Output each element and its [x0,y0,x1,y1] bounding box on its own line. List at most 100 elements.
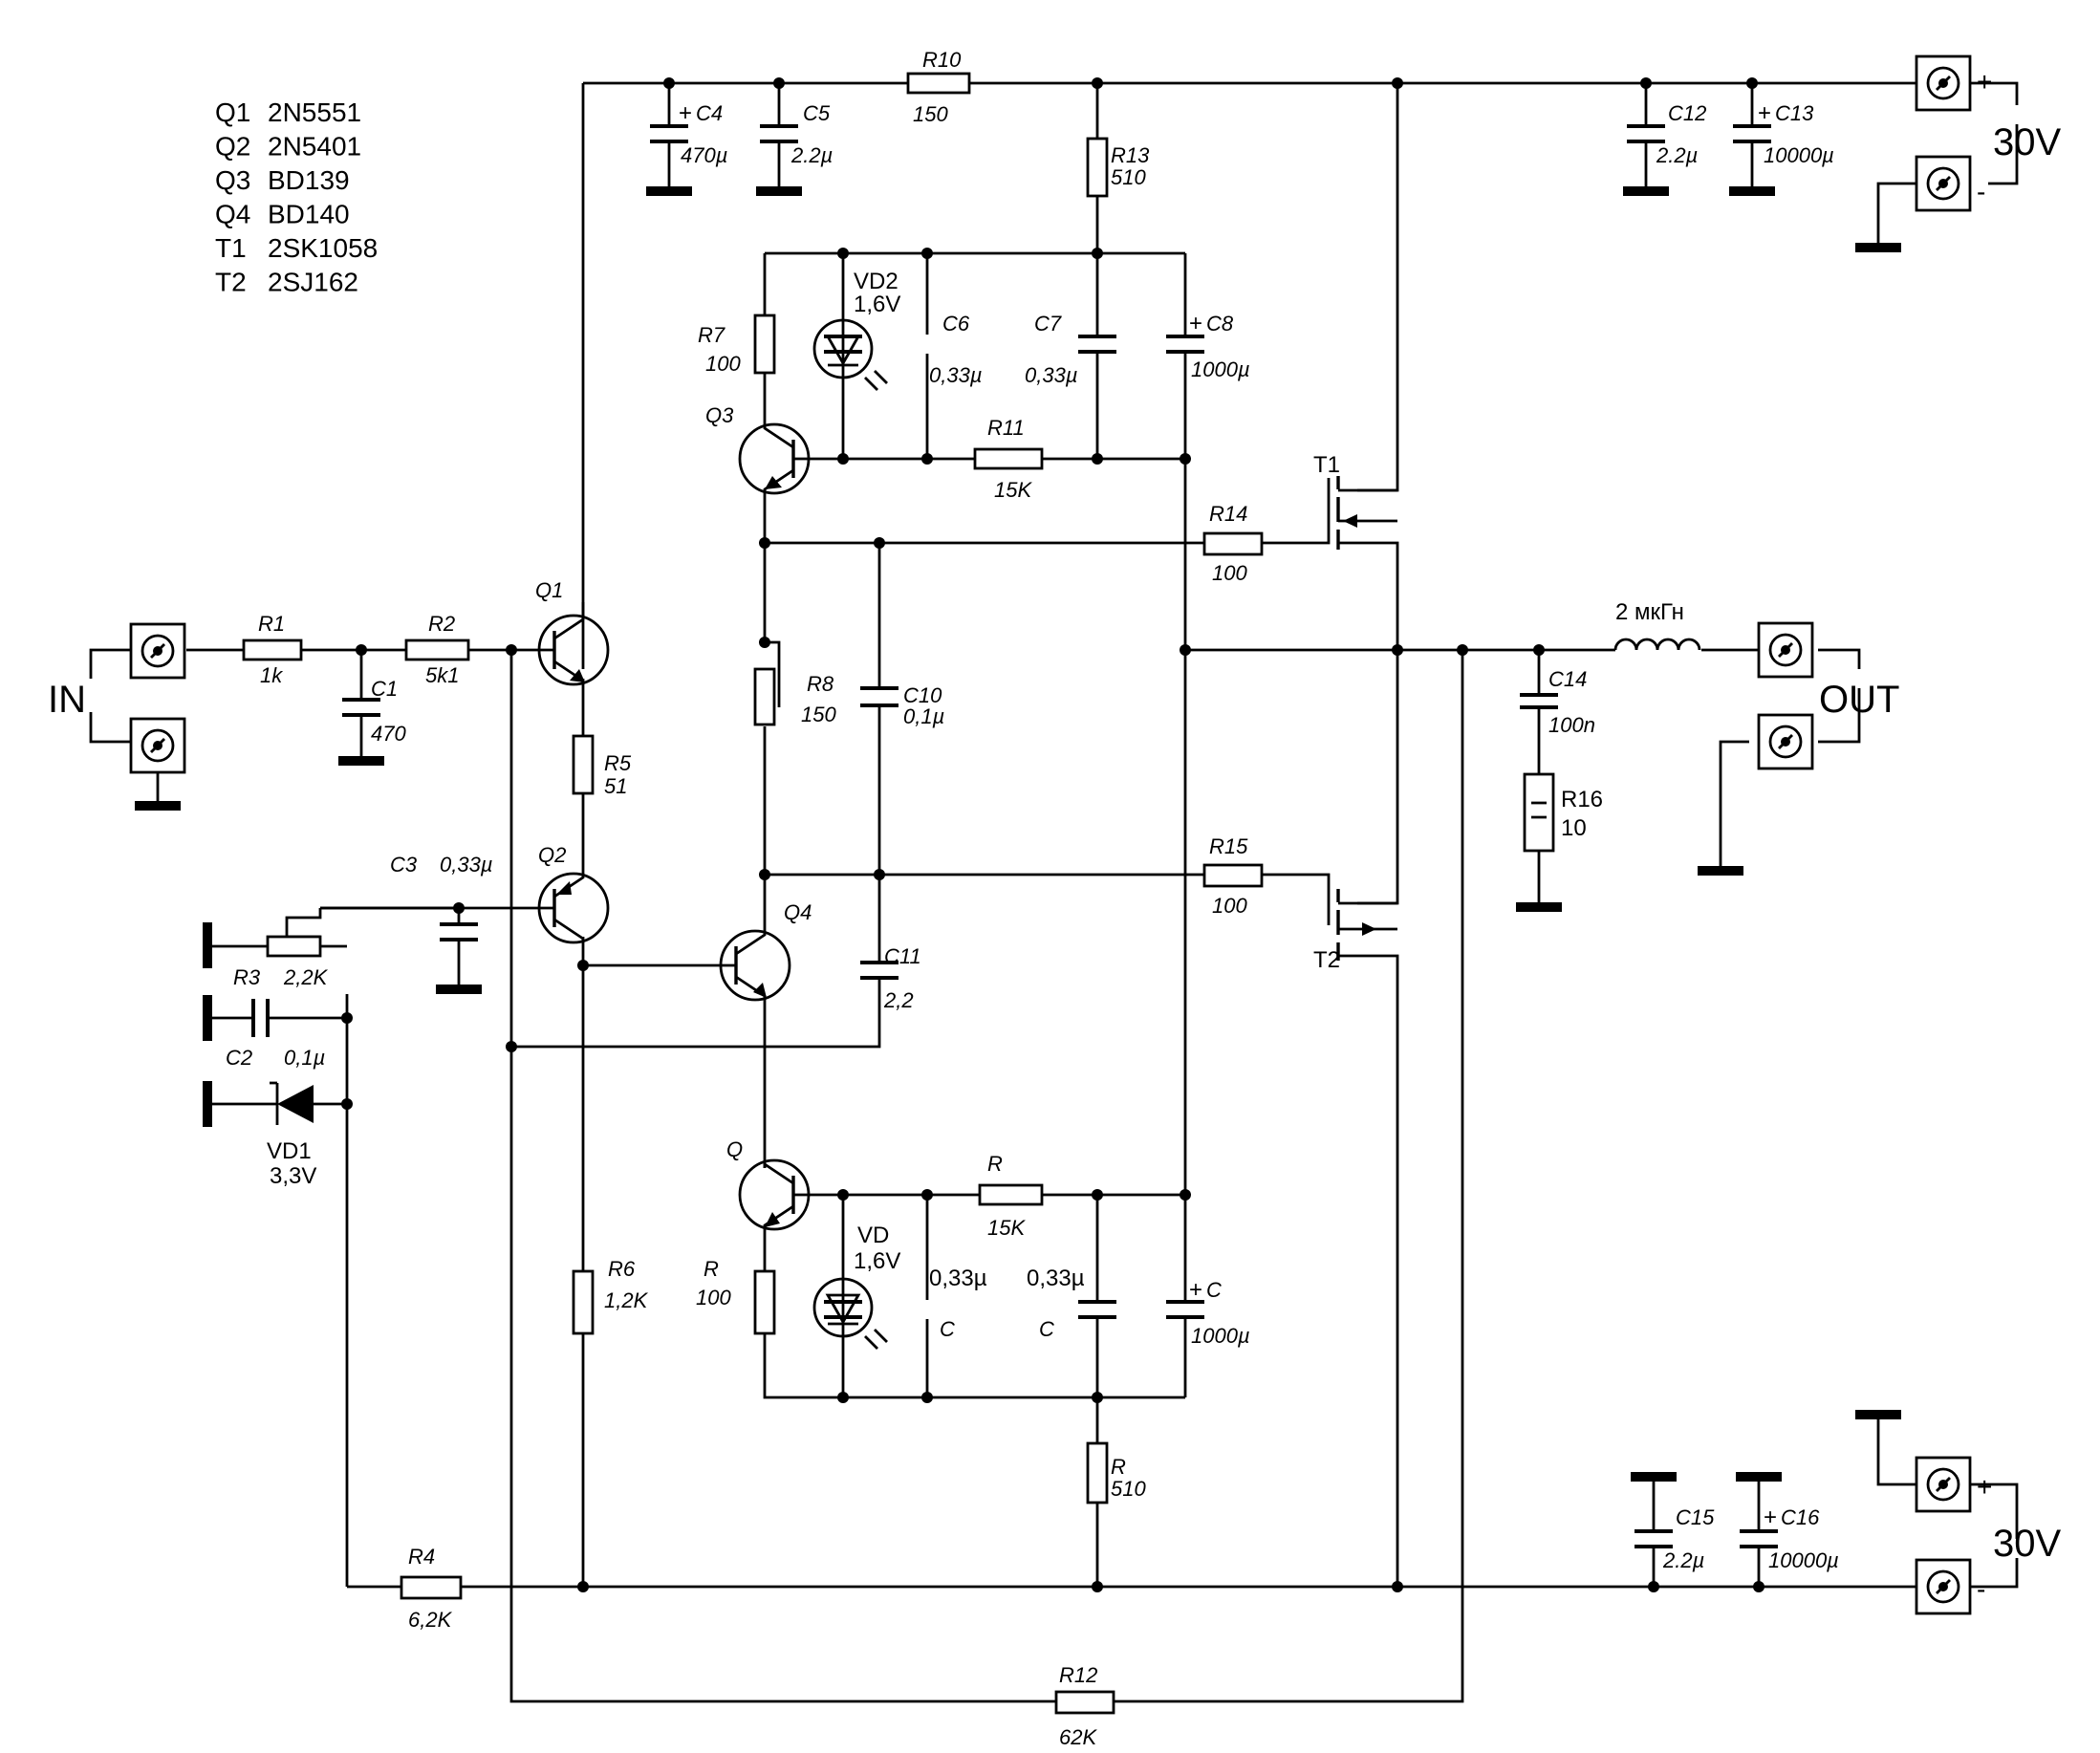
led-vd2 [812,306,888,392]
resistor-r11 [973,447,1044,470]
supply-bottom-label: 30V [1993,1523,2061,1565]
mosfet-t2 [1319,873,1397,961]
transistor-q2 [537,865,610,944]
capacitor-c-f [1166,1300,1204,1319]
label-vd3-value: 1,6V [854,1248,900,1274]
resistor-r12 [1054,1690,1115,1715]
label-c10-value: 0,1µ [903,704,944,728]
label-c3-name: C3 [390,853,418,876]
part-type: BD139 [268,165,350,195]
resistor-r4 [400,1575,463,1600]
label-q4-name: Q4 [784,900,812,924]
label-c8-polarity: + [1189,311,1202,336]
resistor-r5 [572,734,595,795]
transistor-q3 [738,411,812,502]
transistor-q4 [719,903,791,1004]
part-ref: T1 [215,233,247,263]
part-ref: Q2 [215,132,250,162]
label-c_d-value: C [940,1317,955,1341]
ground-icon [1623,186,1669,196]
part-type: BD140 [268,200,350,229]
terminal-top-minus [1915,155,1972,212]
label-r3-name: R3 [233,965,261,989]
label-c11-name: C11 [884,944,921,968]
label-c4-value: 470µ [681,143,727,167]
ground-icon [756,186,802,196]
ground-icon [203,995,212,1041]
label-q2-name: Q2 [538,843,566,867]
label-c13-value: 10000µ [1764,143,1834,167]
capacitor-c13 [1733,124,1771,143]
label-c15-value: 2.2µ [1662,1548,1704,1572]
supply-top-minus: - [1977,177,1985,206]
resistor-r14 [1202,531,1264,556]
label-r_g-name: R [1111,1455,1126,1479]
ground-icon [646,186,692,196]
label-r2-name: R2 [428,612,455,636]
connector-in-label: IN [48,679,86,721]
label-c8-name: C8 [1206,312,1234,335]
resistor-r1 [242,638,303,661]
label-r13-name: R13 [1111,143,1150,167]
label-c10-name: C10 [903,683,942,707]
capacitors [251,124,1778,1548]
capacitor-c15 [1635,1529,1673,1548]
label-r7-name: R7 [698,323,725,347]
label-c6-value: 0,33µ [929,363,983,387]
label-c15-name: C15 [1676,1505,1715,1529]
label-r_c-name: R [704,1257,719,1281]
label-c_f-polarity: + [1189,1277,1202,1303]
label-r7-value: 100 [705,352,741,376]
label-r_b-value: 15K [987,1216,1026,1240]
label-vd1-value: 3,3V [270,1163,316,1189]
label-r15-name: R15 [1209,834,1248,858]
label-c16-name: C16 [1781,1505,1820,1529]
part-type: 2N5551 [268,97,361,127]
label-r6-value: 1,2K [604,1288,649,1312]
label-c13-name: C13 [1775,101,1814,125]
capacitor-c11 [860,961,898,980]
label-q5-name: Q [726,1137,743,1161]
ground-icon [1631,1472,1677,1482]
capacitor-c7 [1078,335,1116,354]
capacitor-c16 [1740,1529,1778,1548]
label-c16-polarity: + [1764,1504,1777,1530]
label-r8-value: 150 [801,703,836,726]
label-c12-value: 2.2µ [1656,143,1698,167]
label-q3-name: Q3 [705,403,734,427]
label-r10-value: 150 [913,102,948,126]
resistor-r-bottom [978,1183,1044,1206]
label-c5-name: C5 [803,101,831,125]
capacitor-c2 [251,999,270,1037]
part-type: 2N5401 [268,132,361,162]
label-r1-value: 1k [260,663,283,687]
capacitor-c8 [1166,335,1204,354]
part-ref: Q3 [215,165,250,195]
label-r_c-value: 100 [696,1286,731,1309]
label-r11-name: R11 [987,416,1025,440]
label-r12-name: R12 [1059,1663,1097,1687]
terminal-bottom-plus [1915,1456,1972,1513]
ground-icon [1855,1410,1901,1419]
label-r15-value: 100 [1212,894,1247,918]
label-r16-name: R16 [1561,787,1603,812]
label-r14-value: 100 [1212,561,1247,585]
label-c_f-value: 1000µ [1191,1324,1250,1348]
label-c_e-value: C [1039,1317,1054,1341]
label-c5-value: 2.2µ [790,143,833,167]
label-vd1-name: VD1 [267,1138,312,1164]
label-c12-name: C12 [1668,101,1706,125]
terminals [129,54,1972,1615]
ground-icon [1855,243,1901,252]
capacitor-c1 [342,698,380,717]
capacitor-c4 [650,124,688,143]
label-r4-value: 6,2K [408,1608,453,1632]
label-vd2-value: 1,6V [854,292,900,317]
resistors [242,72,1555,1715]
label-r5-value: 51 [604,774,627,798]
label-r1-name: R1 [258,612,285,636]
label-c13-polarity: + [1758,100,1771,126]
supply-bottom-plus: + [1977,1472,1992,1502]
label-r14-name: R14 [1209,502,1247,526]
